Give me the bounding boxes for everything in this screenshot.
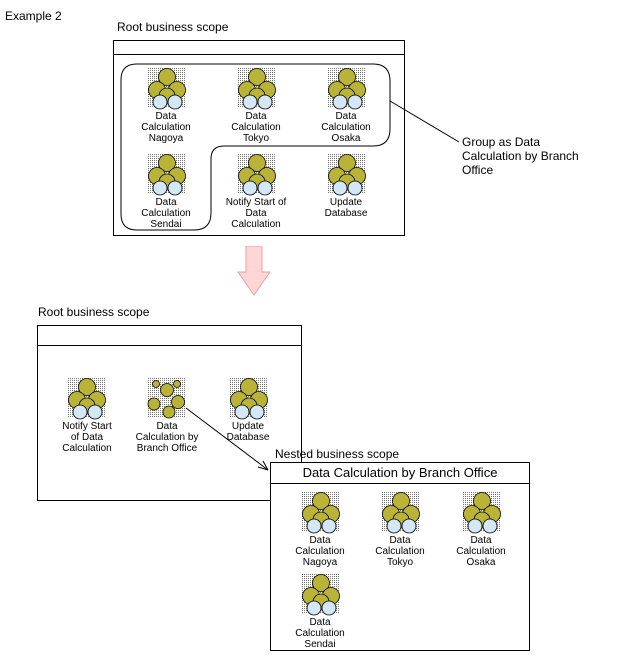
nested-scope-caption: Nested business scope [275, 447, 400, 461]
process-icon [148, 154, 186, 196]
top-scope-header-bar [114, 54, 404, 55]
node-label: Update Database [226, 421, 270, 443]
process-icon [148, 68, 186, 110]
node-label: Notify Start of Data Calculation [225, 197, 287, 230]
process-icon [302, 574, 340, 616]
process-icon [238, 154, 276, 196]
node-label: Update Database [324, 197, 368, 219]
node-label: Data Calculation Nagoya [295, 535, 345, 568]
node-label: Notify Start of Data Calculation [62, 421, 112, 454]
arrowhead-icon [257, 460, 269, 471]
node-label: Data Calculation Osaka [321, 111, 371, 144]
process-icon [238, 68, 276, 110]
down-arrow-shape [237, 246, 271, 296]
connector-line [185, 407, 269, 471]
node-label: Data Calculation Tokyo [375, 535, 425, 568]
process-icon [302, 492, 340, 534]
bottom-scope-header-bar [38, 345, 301, 346]
callout-line [389, 100, 460, 143]
nested-scope-header: Data Calculation by Branch Office [302, 465, 498, 480]
example-title: Example 2 [5, 9, 62, 23]
process-icon [230, 378, 268, 420]
node-label: Data Calculation Tokyo [231, 111, 281, 144]
node-label: Data Calculation Nagoya [141, 111, 191, 144]
node-label: Data Calculation Osaka [456, 535, 506, 568]
process-icon [328, 68, 366, 110]
down-arrow-icon [237, 246, 271, 296]
bottom-scope-title: Root business scope [38, 305, 150, 319]
process-icon [68, 378, 106, 420]
callout-text: Group as Data Calculation by Branch Offi… [462, 135, 579, 177]
node-label: Data Calculation Sendai [141, 197, 191, 230]
process-icon [382, 492, 420, 534]
top-scope-title: Root business scope [117, 20, 229, 34]
node-label: Data Calculation by Branch Office [135, 421, 199, 454]
node-label: Data Calculation Sendai [295, 617, 345, 650]
process-icon [328, 154, 366, 196]
process-icon [463, 492, 501, 534]
group-process-icon [147, 378, 186, 419]
group-boundary [120, 63, 391, 231]
nested-scope-header-bar [271, 483, 529, 484]
